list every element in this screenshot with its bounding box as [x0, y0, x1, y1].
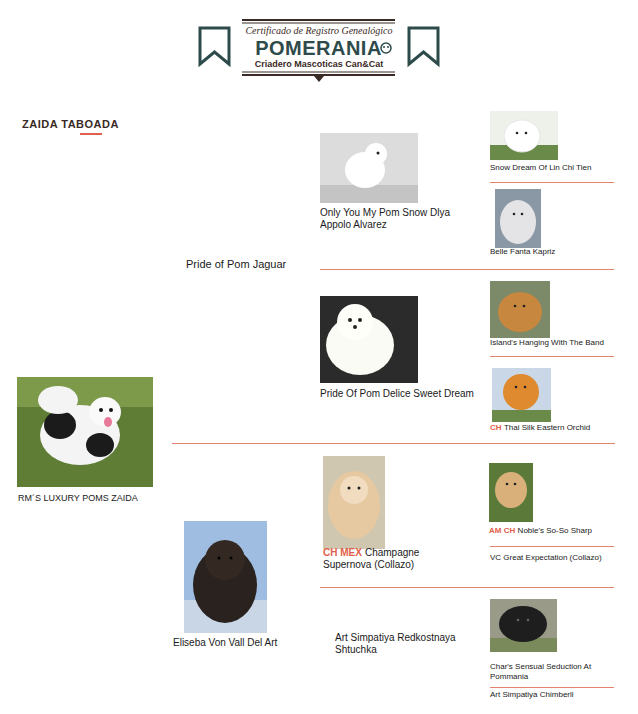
title-prefix: CH MEX [323, 547, 362, 558]
logo-tagline: Criadero Mascoticas Can&Cat [238, 59, 400, 70]
dog-name: Pride of Pom Jaguar [186, 258, 286, 270]
logo-rule [242, 19, 395, 21]
pedigree-owner: ZAIDA TABOADA [22, 118, 162, 131]
dog-photo [17, 377, 153, 487]
dog-photo [320, 296, 418, 383]
dog-name: Thai Silk Eastern Orchid [504, 423, 590, 432]
logo-notch [314, 76, 324, 82]
dog-name: Art Simpatiya Redkostnaya Shtuchka [335, 632, 456, 655]
bookmark-icon [409, 28, 438, 64]
logo-rule [242, 72, 395, 73]
dog-name-line: CH MEXChampagne Supernova (Collazo) [323, 547, 463, 571]
dog-name-line: Only You My Pom Snow Dlya Appolo Alvarez [320, 207, 470, 231]
dog-name-line: Island's Hanging With The Band [490, 338, 618, 348]
title-prefix: CH [490, 423, 502, 432]
dog-name-line: Belle Fanta Kapriz [490, 247, 618, 257]
dog-entry: RM´S LUXURY POMS ZAIDA [18, 493, 168, 504]
dog-name: Belle Fanta Kapriz [490, 247, 555, 256]
dog-entry: Pride of Pom Jaguar [186, 258, 316, 271]
dog-photo [489, 463, 533, 522]
logo-rule [242, 23, 395, 24]
dog-name-line: RM´S LUXURY POMS ZAIDA [18, 493, 168, 504]
dog-name: Pride Of Pom Delice Sweet Dream [320, 388, 474, 399]
dog-name: RM´S LUXURY POMS ZAIDA [18, 493, 138, 503]
dog-name-line: Pride Of Pom Delice Sweet Dream [320, 388, 488, 400]
dog-entry: CHThai Silk Eastern Orchid [490, 423, 618, 433]
dog-name-line: Pride of Pom Jaguar [186, 258, 316, 271]
separator-lines [172, 183, 615, 688]
dog-photo [184, 521, 267, 633]
dog-name: Noble's So-So Sharp [518, 526, 592, 535]
dog-name: Eliseba Von Vall Del Art [173, 637, 277, 648]
paw-icon [381, 43, 391, 53]
logo-rule [242, 74, 395, 76]
dog-photo [490, 599, 557, 652]
dog-name-line: CHThai Silk Eastern Orchid [490, 423, 618, 433]
dog-name: Snow Dream Of Lin Chi Tien [490, 163, 591, 172]
dog-name: Char's Sensual Seduction At Pommania [490, 662, 591, 681]
dog-photo [320, 133, 418, 203]
dog-name-line: Art Simpatiya Redkostnaya Shtuchka [335, 632, 485, 656]
bookmark-icon [200, 28, 229, 64]
dog-entry: AM CHNoble's So-So Sharp [489, 526, 617, 536]
dog-name-line: VC Great Expectation (Collazo) [490, 553, 618, 563]
dog-name: Only You My Pom Snow Dlya Appolo Alvarez [320, 207, 450, 230]
logo-subtitle: Certificado de Registro Genealógico [234, 25, 404, 37]
dog-entry: Char's Sensual Seduction At Pommania [490, 662, 618, 681]
dog-name-line: AM CHNoble's So-So Sharp [489, 526, 617, 536]
dog-name: Art Simpatiya Chimberli [490, 690, 574, 699]
dog-entry: Eliseba Von Vall Del Art [173, 637, 323, 649]
title-prefix: AM CH [489, 526, 515, 535]
dog-photo [490, 111, 558, 160]
dog-entry: Belle Fanta Kapriz [490, 247, 618, 257]
dog-entry: Island's Hanging With The Band [490, 338, 618, 348]
dog-photo [490, 281, 550, 338]
dog-name: VC Great Expectation (Collazo) [490, 553, 602, 562]
dog-name-line: Char's Sensual Seduction At Pommania [490, 662, 618, 681]
dog-photo [323, 456, 385, 549]
logo-title: POMERANIA [242, 36, 395, 60]
dog-entry: Snow Dream Of Lin Chi Tien [490, 163, 618, 173]
dog-entry: VC Great Expectation (Collazo) [490, 553, 618, 563]
dog-entry: Art Simpatiya Chimberli [490, 690, 618, 700]
dog-name-line: Art Simpatiya Chimberli [490, 690, 618, 700]
dog-entry: Art Simpatiya Redkostnaya Shtuchka [335, 632, 485, 656]
dog-name: Island's Hanging With The Band [490, 338, 604, 347]
dog-entry: Only You My Pom Snow Dlya Appolo Alvarez [320, 207, 470, 231]
dog-name-line: Snow Dream Of Lin Chi Tien [490, 163, 618, 173]
dog-photo [495, 189, 541, 248]
title-underline [80, 133, 102, 135]
dog-name-line: Eliseba Von Vall Del Art [173, 637, 323, 649]
dog-entry: CH MEXChampagne Supernova (Collazo) [323, 547, 463, 571]
dog-entry: Pride Of Pom Delice Sweet Dream [320, 388, 488, 400]
dog-photo [492, 368, 551, 422]
